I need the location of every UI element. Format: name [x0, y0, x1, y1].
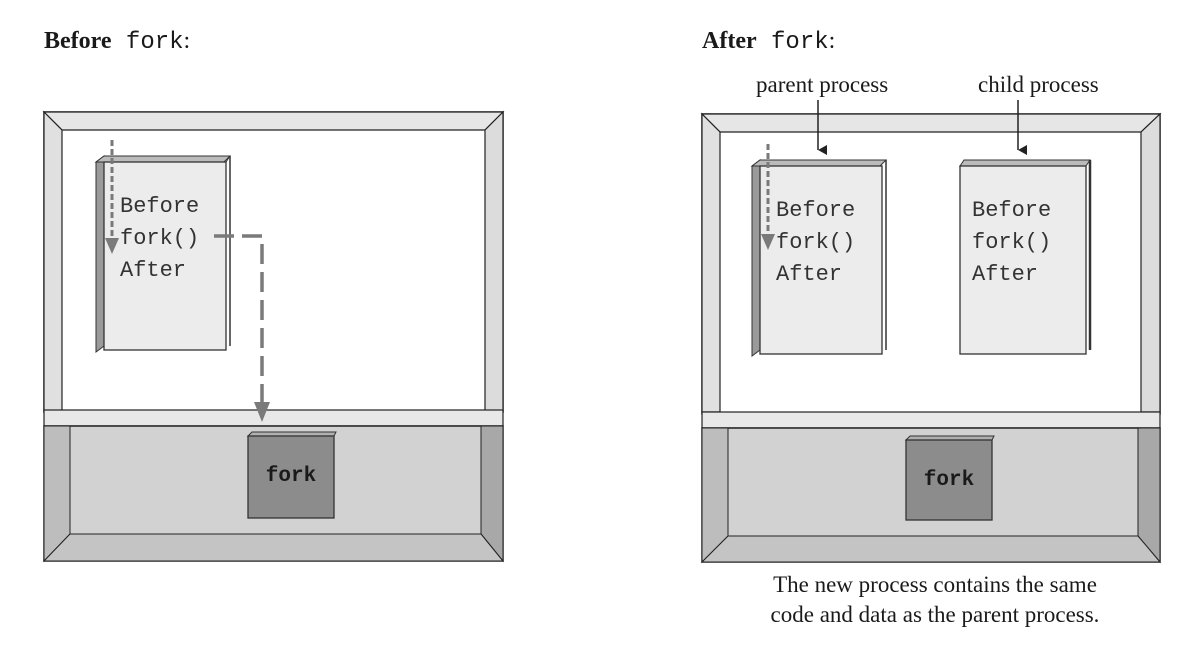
before-separator [43, 409, 504, 427]
parent-code-page [759, 165, 883, 355]
parent-code-line-2: fork() [776, 230, 855, 255]
parent-code-page-top [750, 159, 888, 167]
before-title-colon: : [183, 28, 191, 54]
before-title-word: Before [44, 28, 112, 54]
parent-exec-arrowhead [761, 234, 775, 250]
before-code-page [103, 161, 227, 351]
before-title-fork: fork [111, 29, 184, 56]
after-caption: The new process contains the same code a… [720, 570, 1150, 630]
child-process-label: child process [978, 72, 1099, 97]
child-code-line-2: fork() [972, 230, 1051, 255]
after-fork-title: After fork: [702, 28, 835, 56]
after-kernel-bevel-bottom [700, 535, 1162, 563]
before-bevel-right [484, 110, 504, 413]
before-code-line-2: fork() [120, 226, 199, 251]
caption-line-2: code and data as the parent process. [770, 602, 1100, 627]
before-fork-call-path [214, 234, 264, 408]
before-fork-box [247, 435, 335, 519]
before-panel: Before fork() After fork [42, 110, 505, 563]
parent-code-line-3: After [776, 262, 842, 287]
before-fork-label: fork [266, 465, 316, 488]
before-code-line-3: After [120, 258, 186, 283]
before-bevel-left [43, 110, 63, 413]
after-panel: Before fork() After Before fork() After … [700, 100, 1162, 564]
child-code-line-3: After [972, 262, 1038, 287]
after-bevel-left [701, 112, 721, 413]
after-fork-box [905, 439, 993, 521]
child-code-page [959, 165, 1087, 355]
after-title-colon: : [828, 28, 836, 54]
before-fork-title: Before fork: [44, 28, 190, 56]
parent-code-page-side [751, 159, 761, 357]
caption-line-1: The new process contains the same [773, 572, 1097, 597]
after-title-fork: fork [756, 29, 829, 56]
after-bevel-right [1140, 112, 1161, 413]
before-code-page-top [94, 155, 232, 163]
parent-process-label: parent process [756, 72, 889, 97]
after-fork-label: fork [924, 469, 974, 492]
before-code-page-side [95, 155, 105, 353]
after-bevel-top [700, 113, 1162, 133]
before-fork-call-arrowhead [254, 402, 270, 422]
before-exec-arrowhead [105, 238, 119, 254]
child-code-line-1: Before [972, 198, 1051, 223]
child-code-page-top [959, 159, 1091, 167]
parent-code-line-1: Before [776, 198, 855, 223]
before-kernel-bevel-bottom [42, 533, 505, 562]
after-separator [701, 411, 1161, 429]
after-title-word: After [702, 28, 757, 54]
before-bevel-top [42, 111, 505, 131]
before-code-line-1: Before [120, 194, 199, 219]
